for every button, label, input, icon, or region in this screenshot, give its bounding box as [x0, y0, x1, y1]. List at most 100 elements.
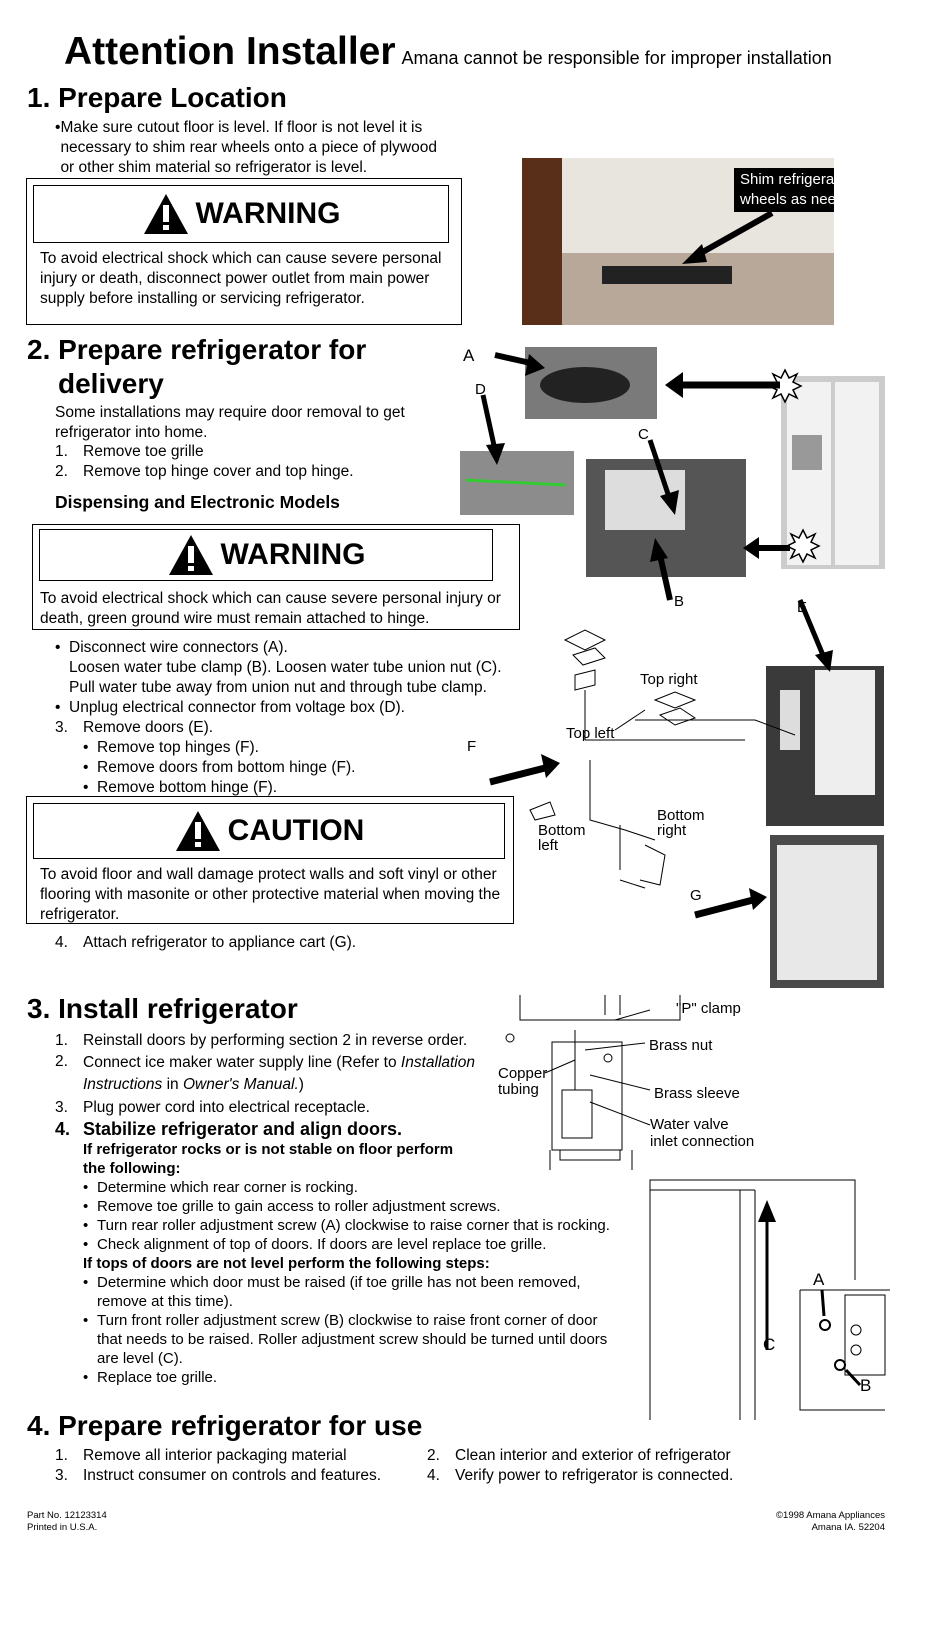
warning-header-1: WARNING — [33, 185, 449, 243]
bullet-text: Check alignment of top of doors. If door… — [97, 1236, 547, 1253]
warning-triangle-icon — [143, 194, 188, 234]
shim-callout: Shim refrigerator wheels as needed — [734, 168, 834, 212]
step-num: 3. — [55, 719, 68, 736]
label-e: E — [797, 599, 808, 616]
caution-header: CAUTION — [33, 803, 505, 859]
condition-2: If tops of doors are not level perform t… — [83, 1255, 490, 1272]
section2-step4: 4.Attach refrigerator to appliance cart … — [55, 933, 356, 953]
step-num: 3. — [55, 1099, 68, 1116]
bullet-text: Turn rear roller adjustment screw (A) cl… — [97, 1217, 610, 1234]
section4-list: 1.Remove all interior packaging material… — [55, 1446, 935, 1486]
section2-bullets: •Disconnect wire connectors (A). Loosen … — [55, 638, 525, 798]
caution-word: CAUTION — [227, 814, 365, 847]
warning-word-1: WARNING — [195, 197, 341, 230]
warning-triangle-icon — [168, 535, 213, 575]
step-num: 2. — [55, 1053, 68, 1070]
sub-bullet-text: Remove top hinges (F). — [97, 739, 259, 756]
step-num: 3. — [55, 1467, 68, 1484]
caution-box: CAUTION To avoid floor and wall damage p… — [26, 796, 514, 924]
step-num: 2. — [55, 463, 68, 480]
warning-box-1: WARNING To avoid electrical shock which … — [26, 178, 462, 325]
condition-1: If refrigerator rocks or is not stable o… — [83, 1141, 454, 1158]
label-line: tubing — [498, 1081, 539, 1098]
step2-italic: Owner's Manual. — [182, 1076, 299, 1093]
floor — [562, 253, 834, 325]
bullet-text: Loosen water tube clamp (B). Loosen wate… — [69, 659, 502, 676]
step-text: Instruct consumer on controls and featur… — [83, 1467, 382, 1484]
caution-text: To avoid floor and wall damage protect w… — [40, 866, 501, 923]
label-top-left: Top left — [566, 725, 615, 742]
bullet-text: Replace toe grille. — [97, 1369, 218, 1386]
label-line: Water valve — [650, 1116, 729, 1133]
section2-heading-line2: delivery — [58, 368, 164, 399]
door-alignment-drawing — [649, 1179, 890, 1420]
door-removal-diagram — [460, 347, 885, 988]
step-text: Stabilize refrigerator and align doors. — [83, 1119, 403, 1139]
label-c: C — [638, 426, 649, 443]
bullet-text: Pull water tube away from union nut and … — [69, 679, 487, 696]
cabinet-side — [522, 158, 562, 325]
sub-bullet-text: Remove bottom hinge (F). — [97, 779, 278, 796]
warning-text-1: To avoid electrical shock which can caus… — [40, 250, 442, 307]
warning-word-2: WARNING — [220, 538, 366, 571]
step2-italic: Instructions — [83, 1076, 163, 1093]
footer-right: ©1998 Amana Appliances Amana IA. 52204 — [776, 1510, 885, 1534]
step2-text-a: Connect ice maker water supply line (Ref… — [83, 1054, 401, 1071]
label-line: Copper — [498, 1065, 548, 1082]
label-brass-nut: Brass nut — [649, 1037, 713, 1054]
label-a: A — [463, 346, 475, 365]
label-brass-sleeve: Brass sleeve — [654, 1085, 740, 1102]
step-text: Clean interior and exterior of refrigera… — [455, 1447, 731, 1464]
section2-steps: 1.Remove toe grille 2.Remove top hinge c… — [55, 442, 354, 482]
bullet-text: Turn front roller adjustment screw (B) c… — [97, 1312, 608, 1367]
step2-italic: Installation — [400, 1054, 475, 1071]
step-text: Verify power to refrigerator is connecte… — [455, 1467, 734, 1484]
warning-triangle-icon — [175, 811, 220, 851]
water-line-diagram — [505, 995, 890, 1420]
step-text: Remove all interior packaging material — [83, 1447, 347, 1464]
label-line: left — [538, 837, 559, 854]
label-g: G — [690, 887, 702, 904]
label-line: right — [657, 822, 687, 839]
step-num: 2. — [427, 1447, 440, 1464]
section1-heading: 1. Prepare Location — [27, 82, 287, 113]
copyright: ©1998 Amana Appliances — [776, 1510, 885, 1521]
section2-heading-line1: 2. Prepare refrigerator for — [27, 334, 367, 365]
step-text: Remove doors (E). — [83, 719, 214, 736]
step-text: Attach refrigerator to appliance cart (G… — [83, 934, 357, 951]
label-d: D — [475, 381, 486, 398]
warning-text-2: To avoid electrical shock which can caus… — [40, 590, 501, 627]
step-num: 1. — [55, 1032, 68, 1049]
step-text: Connect ice maker water supply line (Ref… — [83, 1052, 475, 1096]
label-screw-a: A — [813, 1270, 825, 1289]
step-num: 4. — [427, 1467, 440, 1484]
bullet-text: Remove toe grille to gain access to roll… — [97, 1198, 501, 1215]
footer-left: Part No. 12123314 Printed in U.S.A. — [27, 1510, 107, 1534]
bullet-text: Determine which door must be raised (if … — [97, 1274, 581, 1310]
label-line: Bottom — [538, 822, 586, 839]
bullet-text: Unplug electrical connector from voltage… — [69, 699, 405, 716]
step-text: Plug power cord into electrical receptac… — [83, 1099, 370, 1116]
label-arrow-c: C — [763, 1335, 776, 1354]
step-num: 1. — [55, 443, 68, 460]
section1-bullet: •Make sure cutout floor is level. If flo… — [55, 118, 455, 178]
shim-photo: Shim refrigerator wheels as needed — [522, 158, 834, 325]
shim-arrow-icon — [682, 210, 774, 264]
level-tool — [602, 266, 732, 284]
label-top-right: Top right — [640, 671, 698, 688]
section2-subheading: Dispensing and Electronic Models — [55, 492, 340, 512]
label-b: B — [674, 593, 685, 610]
part-number: Part No. 12123314 — [27, 1510, 107, 1521]
warning-header-2: WARNING — [39, 529, 493, 581]
step2-text-b: in — [162, 1076, 183, 1093]
section4-heading: 4. Prepare refrigerator for use — [27, 1410, 423, 1441]
section3-heading: 3. Install refrigerator — [27, 993, 298, 1024]
printed-in: Printed in U.S.A. — [27, 1522, 98, 1533]
bullet-text: Determine which rear corner is rocking. — [97, 1179, 358, 1196]
step-text: Reinstall doors by performing section 2 … — [83, 1032, 468, 1049]
condition-1: the following: — [83, 1160, 181, 1177]
step-text: Remove top hinge cover and top hinge. — [83, 463, 354, 480]
